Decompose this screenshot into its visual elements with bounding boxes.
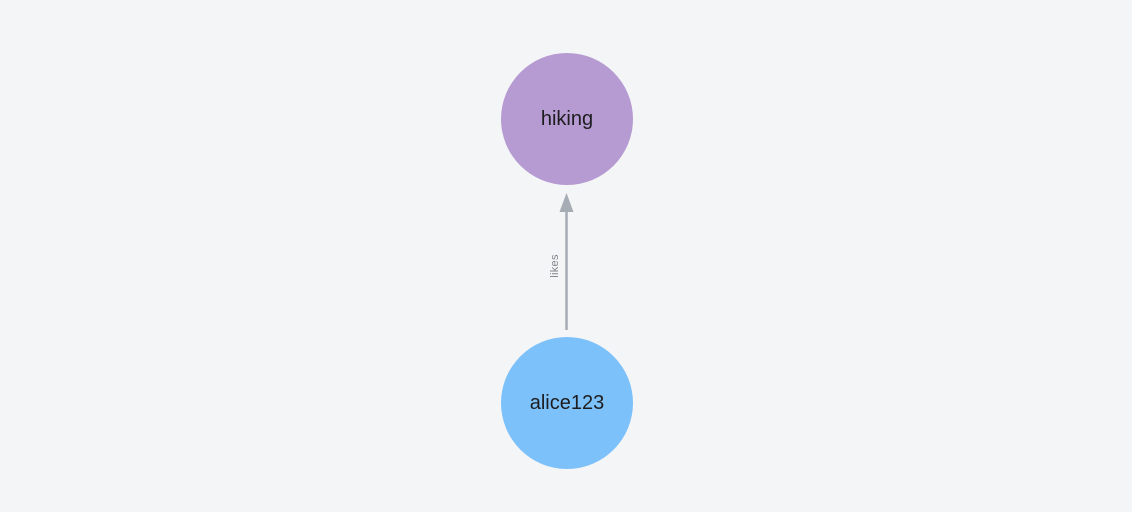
- graph-node-alice123[interactable]: alice123: [501, 337, 633, 469]
- graph-node-hiking[interactable]: hiking: [501, 53, 633, 185]
- node-label-alice123: alice123: [529, 392, 605, 414]
- node-label-hiking: hiking: [540, 108, 594, 130]
- arrowhead-up-icon: [559, 193, 574, 212]
- edge-label-likes[interactable]: likes: [549, 254, 561, 278]
